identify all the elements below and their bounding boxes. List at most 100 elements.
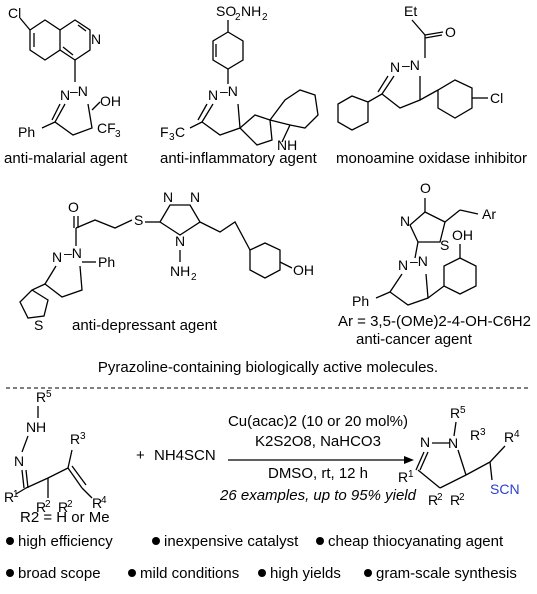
label-mao: monoamine oxidase inhibitor bbox=[336, 150, 527, 167]
svg-text:OH: OH bbox=[293, 262, 314, 278]
svg-text:3: 3 bbox=[80, 431, 86, 442]
svg-text:R: R bbox=[36, 389, 46, 405]
svg-text:N: N bbox=[163, 189, 173, 205]
svg-text:Ph: Ph bbox=[352, 293, 369, 309]
svg-text:–N: –N bbox=[70, 83, 88, 99]
svg-text:N: N bbox=[390, 59, 400, 75]
svg-text:N: N bbox=[420, 434, 430, 450]
highlight-thiocyanating: cheap thiocyanating agent bbox=[328, 533, 504, 550]
svg-text:N: N bbox=[190, 189, 200, 205]
highlight-mild: mild conditions bbox=[140, 565, 239, 582]
product-pyrazoline: R 5 N N R 1 R 2 R 2 R 3 R 4 SCN bbox=[398, 405, 520, 508]
highlight-yields: high yields bbox=[270, 565, 341, 582]
svg-text:N: N bbox=[448, 435, 458, 451]
conditions-solvent: DMSO, rt, 12 h bbox=[268, 465, 368, 482]
svg-text:S: S bbox=[34, 317, 43, 333]
svg-text:H: H bbox=[36, 419, 46, 435]
svg-text:2: 2 bbox=[191, 272, 197, 283]
label-antiinflammatory: anti-inflammatory agent bbox=[160, 150, 318, 167]
svg-text:Cl: Cl bbox=[8, 5, 21, 21]
bullet-dot-icon bbox=[152, 537, 160, 545]
label-ar-definition: Ar = 3,5-(OMe)2-4-OH-C6H2 bbox=[338, 313, 531, 330]
svg-text:–N: –N bbox=[410, 253, 428, 269]
svg-text:4: 4 bbox=[514, 429, 520, 440]
svg-text:O: O bbox=[68, 199, 79, 215]
reagent-thiocyanate: NH4SCN bbox=[154, 447, 216, 464]
highlight-scope: broad scope bbox=[18, 565, 101, 582]
molecule-antidepressant: O S N N N NH 2 OH N –N Ph S bbox=[19, 189, 314, 333]
svg-text:1: 1 bbox=[13, 489, 19, 500]
svg-text:Ar: Ar bbox=[482, 206, 496, 222]
svg-text:NH: NH bbox=[241, 3, 261, 19]
svg-text:2: 2 bbox=[235, 12, 241, 23]
svg-text:NH: NH bbox=[277, 137, 297, 153]
bullet-dot-icon bbox=[128, 569, 136, 577]
label-anticancer: anti-cancer agent bbox=[356, 331, 473, 348]
svg-text:3: 3 bbox=[115, 129, 121, 140]
svg-text:SO: SO bbox=[216, 3, 236, 19]
highlight-efficiency: high efficiency bbox=[18, 533, 113, 550]
svg-text:S: S bbox=[440, 237, 449, 253]
svg-text:OH: OH bbox=[100, 93, 121, 109]
svg-text:N: N bbox=[14, 453, 24, 469]
product-scn-label: SCN bbox=[490, 481, 520, 497]
svg-text:N: N bbox=[208, 87, 218, 103]
svg-text:Cl: Cl bbox=[490, 90, 503, 106]
svg-text:4: 4 bbox=[101, 495, 107, 506]
svg-text:R: R bbox=[398, 469, 408, 485]
svg-text:R: R bbox=[428, 492, 438, 508]
label-antimalarial: anti-malarial agent bbox=[4, 150, 128, 167]
svg-text:N: N bbox=[52, 249, 62, 265]
svg-text:5: 5 bbox=[46, 389, 52, 400]
svg-text:N: N bbox=[26, 419, 36, 435]
label-antidepressant: anti-depressant agent bbox=[72, 317, 218, 334]
svg-text:2: 2 bbox=[262, 12, 268, 23]
molecule-antimalarial: Cl N N –N OH CF 3 Ph bbox=[8, 5, 121, 140]
svg-text:O: O bbox=[445, 24, 456, 40]
svg-text:Ph: Ph bbox=[98, 254, 115, 270]
svg-text:R: R bbox=[58, 499, 68, 515]
svg-text:2: 2 bbox=[459, 492, 465, 503]
svg-text:2: 2 bbox=[437, 492, 443, 503]
reaction-scope: 26 examples, up to 95% yield bbox=[219, 487, 417, 504]
svg-text:3: 3 bbox=[169, 132, 175, 143]
highlight-gram-scale: gram-scale synthesis bbox=[376, 565, 517, 582]
svg-text:NH: NH bbox=[170, 263, 190, 279]
bullet-dot-icon bbox=[6, 537, 14, 545]
highlights-row-2: broad scope mild conditions high yields … bbox=[6, 565, 517, 582]
bullet-dot-icon bbox=[6, 569, 14, 577]
svg-text:–N: –N bbox=[402, 57, 420, 73]
svg-text:–N: –N bbox=[64, 245, 82, 261]
svg-text:N: N bbox=[91, 31, 101, 47]
svg-text:S: S bbox=[134, 212, 143, 228]
svg-text:F: F bbox=[160, 124, 169, 140]
svg-text:OH: OH bbox=[452, 227, 473, 243]
svg-text:2: 2 bbox=[45, 499, 51, 510]
plus-sign: + bbox=[136, 447, 145, 464]
svg-text:R: R bbox=[92, 495, 102, 511]
svg-text:N: N bbox=[400, 213, 410, 229]
svg-text:2: 2 bbox=[67, 499, 73, 510]
svg-text:Et: Et bbox=[404, 3, 417, 19]
substrate-hydrazone: R 5 N H N R 1 R 2 R 2 R 3 R 4 bbox=[4, 389, 107, 515]
bullet-dot-icon bbox=[258, 569, 266, 577]
svg-text:R: R bbox=[470, 427, 480, 443]
bullet-dot-icon bbox=[364, 569, 372, 577]
svg-text:R: R bbox=[4, 489, 14, 505]
svg-text:Ph: Ph bbox=[18, 124, 35, 140]
highlight-catalyst: inexpensive catalyst bbox=[164, 533, 299, 550]
molecule-antiinflammatory: SO 2 NH 2 N –N F 3 C NH bbox=[160, 3, 319, 153]
svg-text:R: R bbox=[36, 499, 46, 515]
bullet-dot-icon bbox=[316, 537, 324, 545]
svg-text:CF: CF bbox=[97, 120, 116, 136]
svg-text:1: 1 bbox=[408, 469, 414, 480]
svg-text:R: R bbox=[504, 429, 514, 445]
svg-text:–N: –N bbox=[220, 83, 238, 99]
svg-text:N: N bbox=[175, 233, 185, 249]
svg-text:O: O bbox=[420, 180, 431, 196]
svg-text:R: R bbox=[450, 405, 460, 421]
conditions-catalyst: Cu(acac)2 (10 or 20 mol%) bbox=[228, 413, 408, 430]
highlights-row-1: high efficiency inexpensive catalyst che… bbox=[6, 533, 504, 550]
